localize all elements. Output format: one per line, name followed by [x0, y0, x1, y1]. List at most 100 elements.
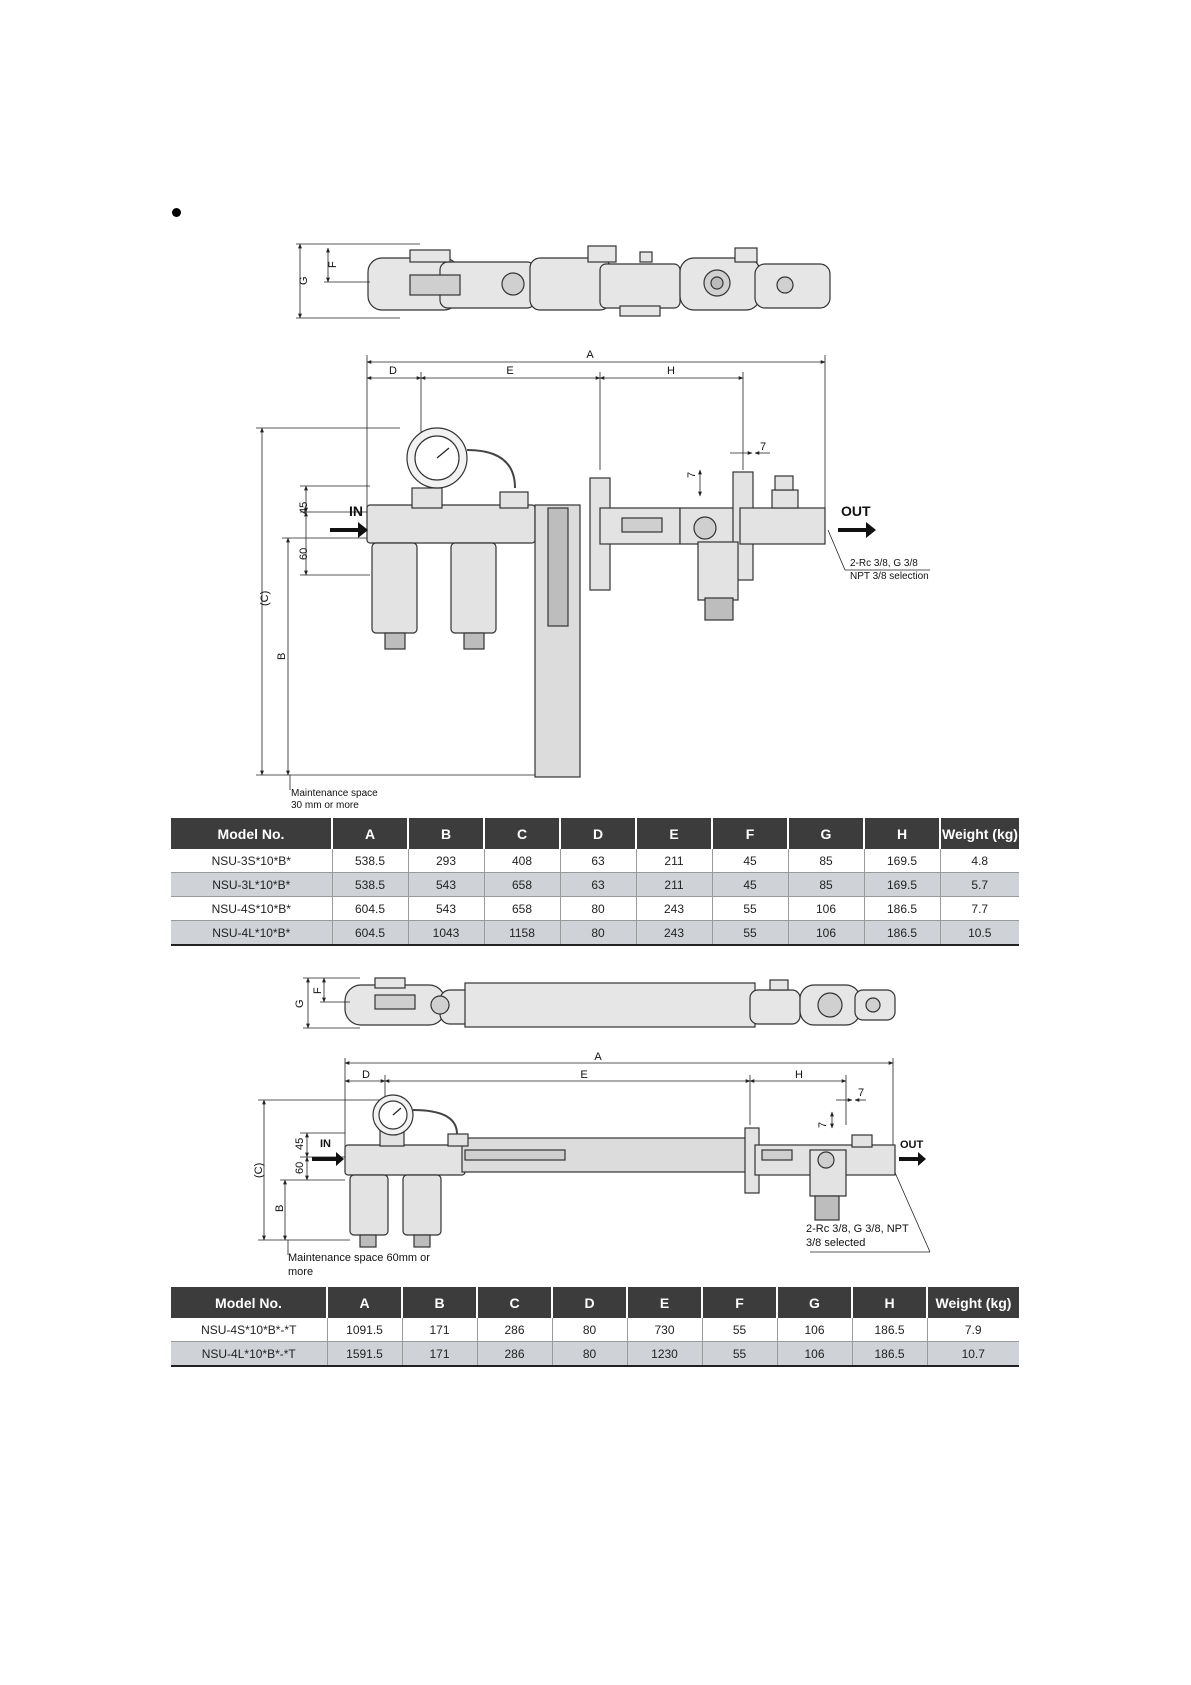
column-header: B — [402, 1287, 478, 1318]
value-cell: 408 — [484, 849, 561, 873]
value-cell: 604.5 — [332, 896, 409, 921]
in-label-2: IN — [320, 1138, 331, 1150]
maintenance2-note-1: Maintenance space 60mm or — [288, 1252, 430, 1264]
dim-45-label: 45 — [298, 502, 310, 514]
port-note-2: NPT 3/8 selection — [850, 571, 929, 582]
column-header: F — [702, 1287, 778, 1318]
value-cell: 293 — [408, 849, 485, 873]
value-cell: 45 — [712, 872, 789, 897]
value-cell: 243 — [636, 920, 713, 946]
model-number-cell: NSU-3S*10*B* — [171, 849, 333, 873]
column-header: D — [552, 1287, 628, 1318]
in-label: IN — [349, 503, 363, 519]
value-cell: 286 — [477, 1341, 553, 1367]
dim2-D-label: D — [362, 1069, 370, 1081]
value-cell: 243 — [636, 896, 713, 921]
dim-7-vert-label: 7 — [686, 472, 698, 478]
value-cell: 80 — [560, 920, 637, 946]
value-cell: 1091.5 — [327, 1318, 403, 1342]
drawing1-top-view — [367, 245, 831, 317]
dim-7-label: 7 — [760, 441, 766, 453]
column-header: Weight (kg) — [940, 818, 1019, 849]
out-label-2: OUT — [900, 1139, 924, 1151]
value-cell: 45 — [712, 849, 789, 873]
dim2-E-label: E — [580, 1069, 587, 1081]
column-header: E — [627, 1287, 703, 1318]
port-note-1: 2-Rc 3/8, G 3/8 — [850, 558, 918, 569]
value-cell: 543 — [408, 872, 485, 897]
value-cell: 55 — [712, 896, 789, 921]
maintenance2-note-2: more — [288, 1266, 313, 1278]
model-number-cell: NSU-4S*10*B*-*T — [171, 1318, 328, 1342]
value-cell: 186.5 — [852, 1318, 928, 1342]
value-cell: 186.5 — [852, 1341, 928, 1367]
value-cell: 538.5 — [332, 849, 409, 873]
value-cell: 730 — [627, 1318, 703, 1342]
port2-note-1: 2-Rc 3/8, G 3/8, NPT — [806, 1223, 909, 1235]
column-header: C — [484, 818, 561, 849]
value-cell: 4.8 — [940, 849, 1019, 873]
dim2-A-label: A — [594, 1051, 602, 1063]
value-cell: 186.5 — [864, 920, 941, 946]
value-cell: 658 — [484, 872, 561, 897]
dim2-H-label: H — [795, 1069, 803, 1081]
dim-F-label: F — [327, 261, 339, 268]
value-cell: 106 — [788, 920, 865, 946]
value-cell: 7.7 — [940, 896, 1019, 921]
value-cell: 10.7 — [927, 1341, 1019, 1367]
maintenance-note-1: Maintenance space — [291, 788, 378, 799]
value-cell: 55 — [702, 1318, 778, 1342]
dim-E-label: E — [506, 365, 513, 377]
dim2-G-label: G — [294, 999, 306, 1008]
value-cell: 80 — [552, 1318, 628, 1342]
dim-B-label: B — [276, 653, 288, 660]
value-cell: 543 — [408, 896, 485, 921]
value-cell: 286 — [477, 1318, 553, 1342]
value-cell: 80 — [552, 1341, 628, 1367]
column-header: A — [332, 818, 409, 849]
value-cell: 106 — [777, 1318, 853, 1342]
dim2-C-label: (C) — [253, 1163, 265, 1178]
value-cell: 85 — [788, 849, 865, 873]
value-cell: 55 — [712, 920, 789, 946]
dim-A-label: A — [586, 349, 594, 361]
dim2-45-label: 45 — [294, 1138, 306, 1150]
value-cell: 63 — [560, 872, 637, 897]
value-cell: 1043 — [408, 920, 485, 946]
bullet-point — [172, 208, 181, 217]
value-cell: 80 — [560, 896, 637, 921]
dim-H-label: H — [667, 365, 675, 377]
value-cell: 55 — [702, 1341, 778, 1367]
value-cell: 658 — [484, 896, 561, 921]
column-header: G — [777, 1287, 853, 1318]
column-header: Model No. — [171, 818, 333, 849]
column-header: H — [852, 1287, 928, 1318]
value-cell: 85 — [788, 872, 865, 897]
out-label: OUT — [841, 503, 871, 519]
dim2-60-label: 60 — [294, 1162, 306, 1174]
dim2-B-label: B — [274, 1205, 286, 1212]
column-header: C — [477, 1287, 553, 1318]
column-header: Weight (kg) — [927, 1287, 1019, 1318]
dim-D-label: D — [389, 365, 397, 377]
model-number-cell: NSU-4L*10*B* — [171, 920, 333, 946]
dim-C-label: (C) — [259, 591, 271, 606]
maintenance-note-2: 30 mm or more — [291, 800, 359, 811]
dim-G-label: G — [298, 276, 310, 285]
model-number-cell: NSU-4L*10*B*-*T — [171, 1341, 328, 1367]
model-number-cell: NSU-4S*10*B* — [171, 896, 333, 921]
column-header: A — [327, 1287, 403, 1318]
value-cell: 169.5 — [864, 849, 941, 873]
value-cell: 169.5 — [864, 872, 941, 897]
port2-note-2: 3/8 selected — [806, 1237, 865, 1249]
